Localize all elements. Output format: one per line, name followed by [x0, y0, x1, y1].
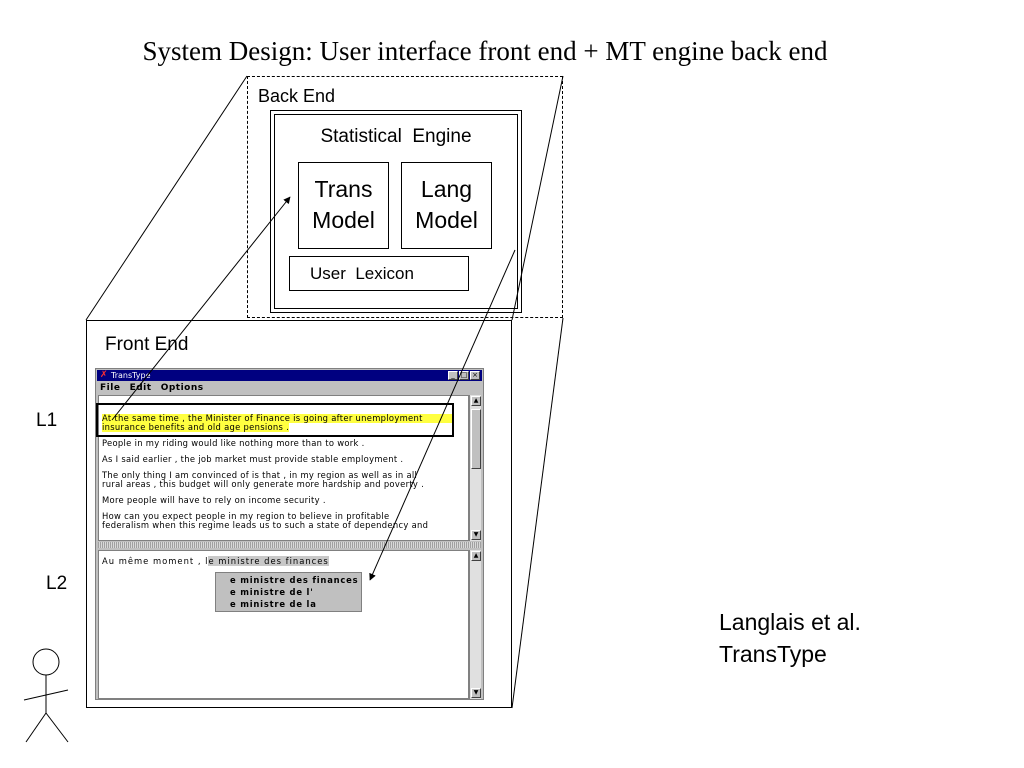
scroll-down-icon[interactable]: ▼ — [471, 530, 481, 540]
source-line: The only thing I am convinced of is that… — [102, 471, 418, 480]
menu-file[interactable]: File — [100, 383, 121, 393]
suggestion-item[interactable]: e ministre de la — [230, 599, 317, 609]
suggestion-item[interactable]: e ministre des finances — [230, 575, 359, 585]
source-line: federalism when this regime leads us to … — [102, 521, 429, 530]
scroll-up-icon[interactable]: ▲ — [471, 551, 481, 561]
label-l2: L2 — [46, 573, 68, 594]
window-title: TransType — [111, 371, 151, 380]
target-text-pane[interactable]: Au même moment , le ministre des finance… — [98, 550, 469, 699]
target-typed-text: Au même moment , l — [102, 556, 209, 566]
source-line: People in my riding would like nothing m… — [102, 439, 365, 448]
suggestion-list: e ministre des finances e ministre de l'… — [215, 572, 362, 612]
l1-highlight-box — [96, 403, 454, 437]
lang-model-label-line2: Model — [415, 207, 478, 233]
app-icon: ✗ — [100, 370, 108, 380]
window-titlebar[interactable]: ✗ TransType _ □ × — [97, 370, 482, 381]
scroll-down-icon[interactable]: ▼ — [471, 688, 481, 698]
suggestion-item[interactable]: e ministre de l' — [230, 587, 314, 597]
minimize-button[interactable]: _ — [448, 371, 458, 380]
source-line: More people will have to rely on income … — [102, 496, 326, 505]
lang-model-label-line1: Lang — [420, 176, 473, 202]
maximize-button[interactable]: □ — [459, 371, 469, 380]
source-line: insurance benefits and old age pensions … — [102, 423, 454, 432]
source-line: As I said earlier , the job market must … — [102, 455, 404, 464]
citation-line2: TransType — [719, 641, 827, 667]
citation-line1: Langlais et al. — [719, 609, 861, 635]
menubar: File Edit Options — [98, 382, 208, 394]
perspective-line-right-bottom — [511, 317, 564, 709]
citation: Langlais et al. TransType — [719, 606, 861, 670]
lang-model-box: Lang Model — [401, 162, 492, 249]
source-line: How can you expect people in my region t… — [102, 512, 390, 521]
trans-model-label-line1: Trans — [314, 176, 373, 202]
back-end-label: Back End — [258, 86, 336, 106]
trans-model-label-line2: Model — [312, 207, 375, 233]
menu-options[interactable]: Options — [160, 383, 204, 393]
perspective-line-left — [85, 75, 248, 321]
source-line: rural areas , this budget will only gene… — [102, 480, 425, 489]
source-scrollbar[interactable]: ▲ ▼ — [469, 395, 481, 541]
pane-splitter[interactable] — [98, 542, 481, 548]
trans-model-box: Trans Model — [298, 162, 389, 249]
menu-edit[interactable]: Edit — [129, 383, 152, 393]
close-button[interactable]: × — [470, 371, 480, 380]
target-scrollbar[interactable]: ▲ ▼ — [469, 550, 481, 699]
label-l1: L1 — [36, 410, 58, 431]
target-completion: e ministre des finances — [208, 556, 329, 566]
source-line-highlight: insurance benefits and old age pensions … — [102, 423, 290, 432]
scrollbar-thumb[interactable] — [471, 409, 481, 469]
statistical-engine-label: Statistical Engine — [320, 126, 472, 147]
user-stick-figure-icon — [23, 648, 69, 743]
user-lexicon-box: User Lexicon — [289, 256, 469, 291]
page-title: System Design: User interface front end … — [142, 36, 828, 66]
front-end-label: Front End — [105, 334, 189, 355]
scroll-up-icon[interactable]: ▲ — [471, 396, 481, 406]
target-text: Au même moment , le ministre des finance… — [102, 556, 329, 566]
